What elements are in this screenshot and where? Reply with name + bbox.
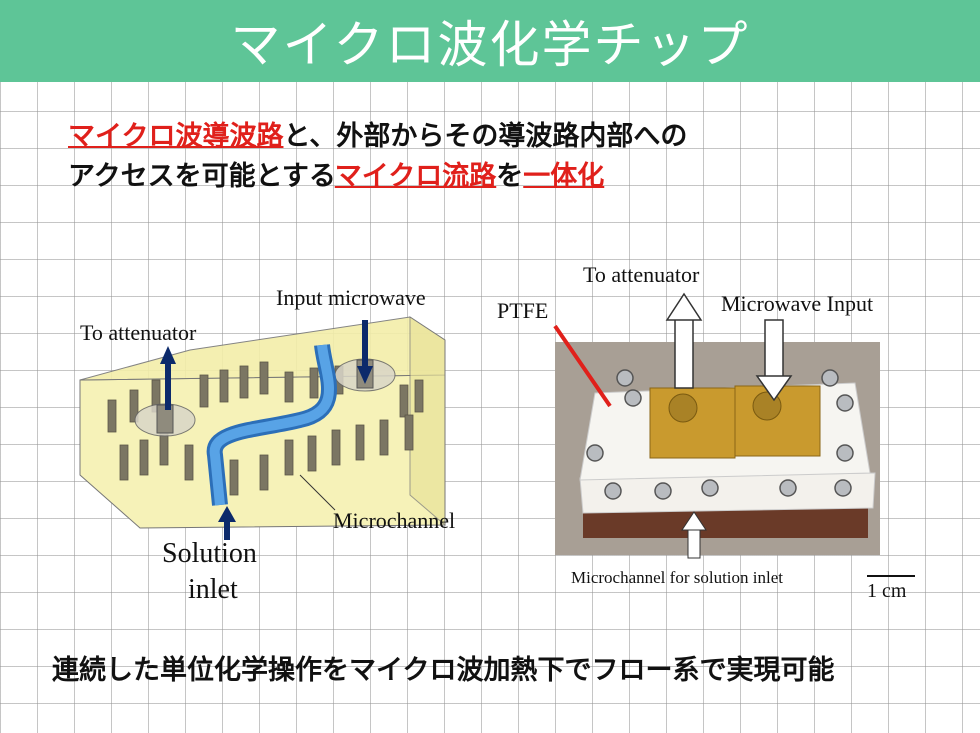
microchannel-pointer <box>299 474 336 511</box>
label-to-attenuator-right: To attenuator <box>583 262 700 287</box>
photo-panel: To attenuator Microwave Input PTFE Micro… <box>495 258 955 608</box>
arrow-input-microwave <box>357 366 373 384</box>
arrow-microchannel-inlet <box>681 511 707 531</box>
label-microchannel-inlet: Microchannel for solution inlet <box>571 568 783 587</box>
slide-title: マイクロ波化学チップ <box>230 16 750 74</box>
label-to-attenuator-left: To attenuator <box>80 320 197 345</box>
label-solution: Solution <box>162 538 257 569</box>
intro-line-2-start: アクセスを可能とする <box>68 161 335 192</box>
highlight-waveguide: マイクロ波導波路 <box>68 121 284 152</box>
label-input-microwave: Input microwave <box>276 285 426 310</box>
chip-schematic <box>79 316 446 540</box>
intro-line-1-rest: と、外部からその導波路内部への <box>283 121 688 152</box>
arrow-to-attenuator <box>160 346 176 364</box>
bottom-statement: 連続した単位化学操作をマイクロ波加熱下でフロー系で実現可能 <box>52 655 835 686</box>
schematic-panel: To attenuator Input microwave Microchann… <box>60 280 500 610</box>
gold-block-right <box>734 385 821 457</box>
label-inlet: inlet <box>188 574 238 605</box>
intro-line-1: マイクロ波導波路と、外部からその導波路内部への <box>68 117 928 157</box>
label-microchannel: Microchannel <box>333 508 456 533</box>
label-microwave-input: Microwave Input <box>721 291 874 316</box>
intro-text: マイクロ波導波路と、外部からその導波路内部への アクセスを可能とするマイクロ流路… <box>68 117 928 197</box>
arrow-microwave-input-photo <box>755 375 793 402</box>
title-bar: マイクロ波化学チップ <box>0 0 980 82</box>
intro-line-2-mid: を <box>496 161 524 192</box>
arrow-solution-inlet <box>218 506 236 522</box>
arrow-to-attenuator-photo <box>665 292 703 321</box>
ptfe-pointer <box>553 324 612 408</box>
intro-line-2: アクセスを可能とするマイクロ流路を一体化 <box>68 157 928 197</box>
highlight-integration: 一体化 <box>523 161 605 192</box>
label-scale: 1 cm <box>867 580 907 602</box>
block-side <box>409 316 446 527</box>
highlight-microchannel: マイクロ流路 <box>334 161 497 192</box>
label-ptfe: PTFE <box>497 298 549 323</box>
device-photo <box>553 292 915 577</box>
